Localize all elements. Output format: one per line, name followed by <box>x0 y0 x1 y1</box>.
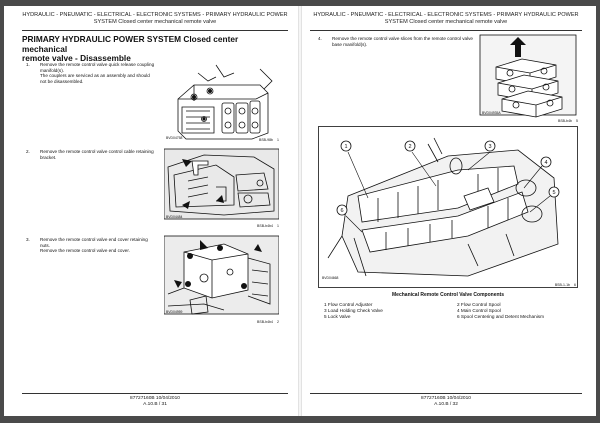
legend-item: 2 Flow Control Spool <box>457 302 501 307</box>
component-legend: 1 Flow Control Adjuster 2 Flow Control S… <box>324 302 574 320</box>
callout-3: 3 <box>488 144 491 150</box>
legend-item: 3 Load Holding Check Valve <box>324 308 383 314</box>
figure-number: 2 <box>277 320 279 324</box>
left-header-rule <box>22 30 288 31</box>
figure-label: BVD04935A <box>482 111 501 115</box>
left-page: HYDRAULIC - PNEUMATIC - ELECTRICAL - ELE… <box>4 6 296 416</box>
legend-item: 6 Spool Centering and Detent Mechanism <box>457 314 545 320</box>
step-number: 4. <box>318 36 322 41</box>
step-4: 4. Remove the remote control valve slice… <box>318 36 478 56</box>
right-header-line2: SYSTEM Closed center mechanical remote v… <box>384 18 508 25</box>
step-text: Remove the remote control valve quick re… <box>40 62 156 84</box>
legend-row: 3 Load Holding Check Valve 4 Main Contro… <box>324 308 574 314</box>
left-footer-pagenumber: A.10.B / 31 <box>143 402 167 408</box>
step-3: 3. Remove the remote control valve end c… <box>26 237 161 262</box>
figure-label: BVD04484 <box>166 215 183 219</box>
step-note: Remove the remote control valve end cove… <box>40 248 130 253</box>
step-2: 2. Remove the remote control valve contr… <box>26 149 161 169</box>
step-instruction: Remove the remote control valve control … <box>40 149 154 160</box>
right-header-rule <box>310 30 582 31</box>
step-number: 3. <box>26 237 30 242</box>
title-line2: remote valve - Disassemble <box>22 53 131 64</box>
figure-4-valve-slices: BVD04935A BSB-b4b 5 <box>478 31 578 125</box>
page-title: PRIMARY HYDRAULIC POWER SYSTEM Closed ce… <box>22 34 277 64</box>
step-instruction: Remove the remote control valve slices f… <box>332 36 473 47</box>
legend-item: 1 Flow Control Adjuster <box>324 302 373 307</box>
end-cover-illustration <box>164 235 279 315</box>
figure-label: BVD04959 <box>166 310 183 314</box>
step-instruction: Remove the remote control valve quick re… <box>40 62 155 73</box>
cable-bracket-illustration <box>164 148 279 220</box>
figure-code: BSB-b4b4 <box>257 320 273 324</box>
callout-4: 4 <box>544 160 547 166</box>
callout-2: 2 <box>408 144 411 150</box>
callout-5: 5 <box>552 190 555 196</box>
legend-row: 1 Flow Control Adjuster 2 Flow Control S… <box>324 302 574 308</box>
step-number: 2. <box>26 149 30 154</box>
step-text: Remove the remote control valve end cove… <box>40 237 156 254</box>
callout-6: 6 <box>340 208 343 214</box>
right-page-footer: 87727160B 10/04/2010 A.10.B / 32 <box>310 396 582 408</box>
step-text: Remove the remote control valve control … <box>40 149 156 160</box>
valve-slices-illustration <box>479 34 577 118</box>
right-footer-pagenumber: A.10.B / 32 <box>434 402 458 408</box>
figure-3-end-cover: BVD04959 BSB-b4b4 2 <box>164 234 279 326</box>
figure-number: 5 <box>576 119 578 123</box>
figure-valve-components: 1 2 3 4 5 6 BVD04668 BSB-1-1b 6 <box>318 126 578 288</box>
figure-label: BVD04758 <box>166 136 183 140</box>
right-header-line1: HYDRAULIC - PNEUMATIC - ELECTRICAL - ELE… <box>313 12 579 18</box>
step-number: 1. <box>26 62 30 67</box>
left-header-line2: SYSTEM Closed center mechanical remote v… <box>93 18 217 25</box>
legend-item: 5 Lock Valve <box>324 314 351 320</box>
title-line1: PRIMARY HYDRAULIC POWER SYSTEM Closed ce… <box>22 34 239 54</box>
figure-code: BSB-98b <box>258 138 273 142</box>
callout-1: 1 <box>344 144 347 150</box>
coupling-manifold-illustration <box>177 64 273 140</box>
legend-item: 4 Main Control Spool <box>457 308 501 314</box>
step-note: The couplers are serviced as an assembly… <box>40 73 150 84</box>
left-footer-docnumber: 87727160B 10/04/2010 <box>130 396 180 402</box>
left-page-footer: 87727160B 10/04/2010 A.10.B / 31 <box>22 396 288 408</box>
figure-code: BSB-1-1b <box>554 283 570 287</box>
left-header-line1: HYDRAULIC - PNEUMATIC - ELECTRICAL - ELE… <box>22 12 288 18</box>
manual-spread: HYDRAULIC - PNEUMATIC - ELECTRICAL - ELE… <box>4 6 596 416</box>
right-footer-docnumber: 87727160B 10/04/2010 <box>421 396 471 402</box>
figure-number: 6 <box>574 283 576 287</box>
right-page-header: HYDRAULIC - PNEUMATIC - ELECTRICAL - ELE… <box>310 12 582 25</box>
figure-1-coupling-manifold: BVD04758 BSB-98b 1 <box>164 59 279 143</box>
right-page: HYDRAULIC - PNEUMATIC - ELECTRICAL - ELE… <box>304 6 596 416</box>
figure-number: 1 <box>277 224 279 228</box>
valve-components-diagram: 1 2 3 4 5 6 <box>318 126 578 288</box>
legend-row: 5 Lock Valve 6 Spool Centering and Deten… <box>324 314 574 320</box>
step-text: Remove the remote control valve slices f… <box>332 36 474 47</box>
figure-label: BVD04668 <box>322 276 339 280</box>
figure-code: BSB-b4b <box>557 119 572 123</box>
binding-gutter <box>298 6 302 416</box>
right-footer-rule <box>310 393 582 394</box>
figure-code: BSB-b4b4 <box>257 224 273 228</box>
left-footer-rule <box>22 393 288 394</box>
step-instruction: Remove the remote control valve end cove… <box>40 237 148 248</box>
figure-number: 1 <box>277 138 279 142</box>
step-1: 1. Remove the remote control valve quick… <box>26 62 161 102</box>
figure-2-cable-bracket: BVD04484 BSB-b4b4 1 <box>164 147 279 231</box>
figure-caption: Mechanical Remote Control Valve Componen… <box>392 292 504 298</box>
left-page-header: HYDRAULIC - PNEUMATIC - ELECTRICAL - ELE… <box>22 12 288 25</box>
